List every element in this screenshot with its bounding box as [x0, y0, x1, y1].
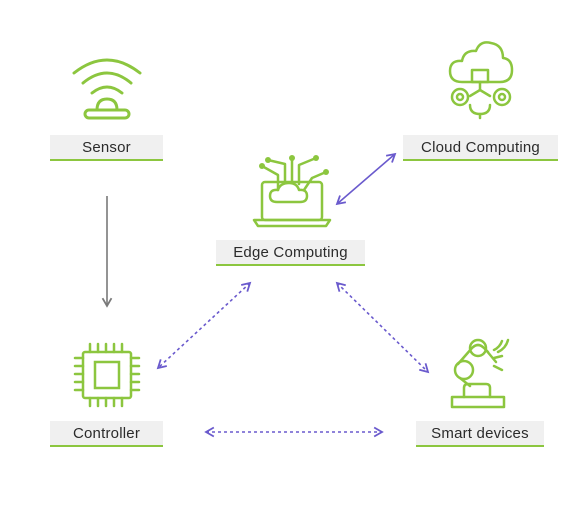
arrow-edge-cloud — [335, 152, 397, 206]
chip-icon — [73, 342, 141, 408]
smart-devices-label: Smart devices — [416, 421, 544, 447]
robot-arm-icon — [450, 338, 510, 409]
sensor-label: Sensor — [50, 135, 163, 161]
cloud-gears-icon — [448, 41, 514, 120]
laptop-cloud-icon — [252, 156, 332, 228]
cloud-computing-label: Cloud Computing — [403, 135, 558, 161]
arrow-edge-controller — [156, 281, 252, 370]
arrow-edge-smart — [335, 281, 430, 374]
edge-computing-label: Edge Computing — [216, 240, 365, 266]
controller-label: Controller — [50, 421, 163, 447]
wifi-sensor-icon — [72, 58, 142, 120]
edge-circuit-ends — [259, 155, 329, 175]
